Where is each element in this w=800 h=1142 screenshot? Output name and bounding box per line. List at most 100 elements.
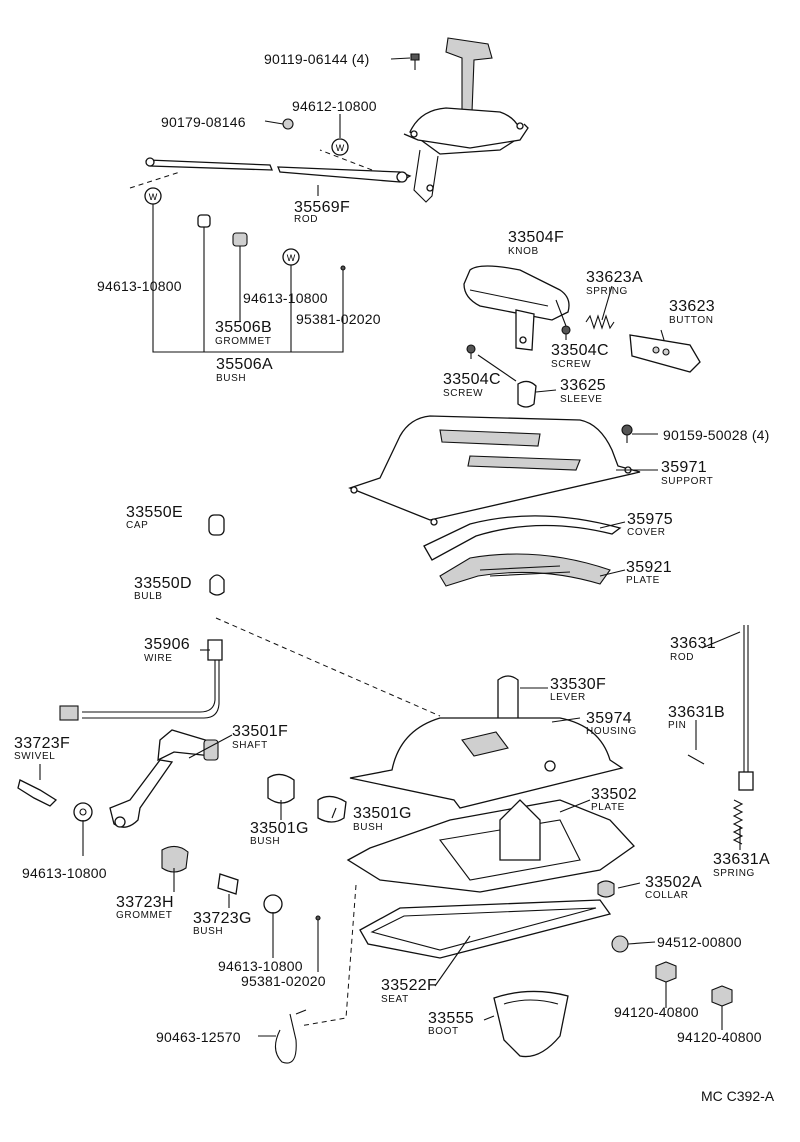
part-name-housing: HOUSING <box>586 726 637 737</box>
part-label-33501g-a: 33501G <box>250 820 309 837</box>
nut-94120-a <box>655 961 677 983</box>
shaft-33501f <box>109 729 219 828</box>
rod-35569f <box>129 149 412 189</box>
part-label-94613-10800-a: 94613-10800 <box>97 278 182 294</box>
support-35971 <box>348 415 641 526</box>
part-label-33623a: 33623A <box>586 269 643 286</box>
part-label-33550d: 33550D <box>134 575 192 592</box>
bolt-90159 <box>621 424 633 443</box>
part-name-bush-b: BUSH <box>353 822 384 833</box>
part-name-grommet: GROMMET <box>215 336 272 347</box>
part-label-95381-02020-b: 95381-02020 <box>241 973 326 989</box>
group-bracket-35506a <box>152 204 344 353</box>
part-label-33530f: 33530F <box>550 676 607 693</box>
spring-33623a <box>585 314 615 330</box>
part-label-33502a: 33502A <box>645 874 702 891</box>
part-name-pin: PIN <box>668 720 687 731</box>
part-label-35921: 35921 <box>626 559 672 576</box>
part-label-94613-10800-c: 94613-10800 <box>22 865 107 881</box>
part-name-bush: BUSH <box>216 373 247 384</box>
cap-33550e <box>208 514 225 536</box>
washer-w-1: W <box>331 138 349 156</box>
button-33623 <box>629 334 701 373</box>
part-label-33623: 33623 <box>669 298 715 315</box>
part-name-collar: COLLAR <box>645 890 689 901</box>
part-name-knob: KNOB <box>508 246 539 257</box>
washer-w-3: W <box>282 248 300 266</box>
part-label-33504f: 33504F <box>508 229 565 246</box>
part-label-33723h: 33723H <box>116 894 174 911</box>
part-name-screw-b: SCREW <box>443 388 484 399</box>
swivel-33723f <box>17 779 58 807</box>
part-name-swivel: SWIVEL <box>14 751 56 762</box>
dashed-guide-clamp <box>299 884 357 1027</box>
part-name-cap: CAP <box>126 520 149 531</box>
part-name-screw-a: SCREW <box>551 359 592 370</box>
part-name-sleeve: SLEEVE <box>560 394 603 405</box>
part-label-94120-40800-b: 94120-40800 <box>677 1029 762 1045</box>
housing-35974 <box>349 717 624 809</box>
dashed-guide-bulb <box>215 617 441 717</box>
part-label-35975: 35975 <box>627 511 673 528</box>
washer-94613-a <box>73 802 93 822</box>
part-label-35971: 35971 <box>661 459 707 476</box>
cover-35975 <box>423 515 622 561</box>
part-label-33522f: 33522F <box>381 977 438 994</box>
part-name-grommet-b: GROMMET <box>116 910 173 921</box>
boot-33555 <box>493 990 569 1058</box>
leader-lines <box>39 57 741 1037</box>
svg-text:W: W <box>287 253 296 263</box>
part-name-button: BUTTON <box>669 315 714 326</box>
part-label-33504c-a: 33504C <box>551 342 609 359</box>
svg-text:W: W <box>149 192 158 202</box>
part-label-33550e: 33550E <box>126 504 183 521</box>
part-label-35506b: 35506B <box>215 319 272 336</box>
grommet-small <box>232 232 248 247</box>
part-name-boot: BOOT <box>428 1026 459 1037</box>
part-name-rod: ROD <box>294 214 319 225</box>
part-label-35974: 35974 <box>586 710 632 727</box>
part-label-35506a: 35506A <box>216 356 273 373</box>
part-label-33625: 33625 <box>560 377 606 394</box>
bulb-33550d <box>209 574 225 596</box>
part-label-33501f: 33501F <box>232 723 289 740</box>
part-label-33502: 33502 <box>591 786 637 803</box>
bush-small <box>197 214 211 228</box>
screw-33504c-a <box>561 325 571 340</box>
part-label-90119-06144: 90119-06144 (4) <box>264 51 370 67</box>
part-label-94613-10800-d: 94613-10800 <box>218 958 303 974</box>
nut-94120-b <box>711 985 733 1007</box>
part-label-94612-10800: 94612-10800 <box>292 98 377 114</box>
grommet-33723h <box>161 845 189 873</box>
top-shifter-assembly <box>403 37 529 203</box>
plate-35921 <box>439 553 611 587</box>
part-label-33631: 33631 <box>670 635 716 652</box>
collar-33502a <box>597 880 615 898</box>
bush-33723g <box>217 873 239 895</box>
part-name-support: SUPPORT <box>661 476 714 487</box>
bush-33501g-a <box>267 773 295 804</box>
part-label-33504c-b: 33504C <box>443 371 501 388</box>
plate-33502 <box>346 799 635 893</box>
washer-w-2: W <box>144 187 162 205</box>
knob-33504f <box>463 265 570 351</box>
part-label-94613-10800-b: 94613-10800 <box>243 290 328 306</box>
part-label-90463-12570: 90463-12570 <box>156 1029 241 1045</box>
nut-90179 <box>282 118 294 130</box>
nut-94512 <box>611 935 629 953</box>
part-name-bush-a: BUSH <box>250 836 281 847</box>
clamp-90463 <box>274 1009 307 1064</box>
washer-94613-b <box>263 894 283 914</box>
figure-code: MC C392-A <box>701 1088 775 1104</box>
part-name-plate-b: PLATE <box>591 802 625 813</box>
wire-35906 <box>59 639 223 721</box>
part-name-bush-c: BUSH <box>193 926 224 937</box>
part-label-90179-08146: 90179-08146 <box>161 114 246 130</box>
part-name-lever: LEVER <box>550 692 586 703</box>
part-label-33501g-b: 33501G <box>353 805 412 822</box>
part-label-95381-02020-a: 95381-02020 <box>296 311 381 327</box>
part-label-33555: 33555 <box>428 1010 474 1027</box>
pin-33631b <box>687 754 705 765</box>
part-name-spring-b: SPRING <box>713 868 755 879</box>
